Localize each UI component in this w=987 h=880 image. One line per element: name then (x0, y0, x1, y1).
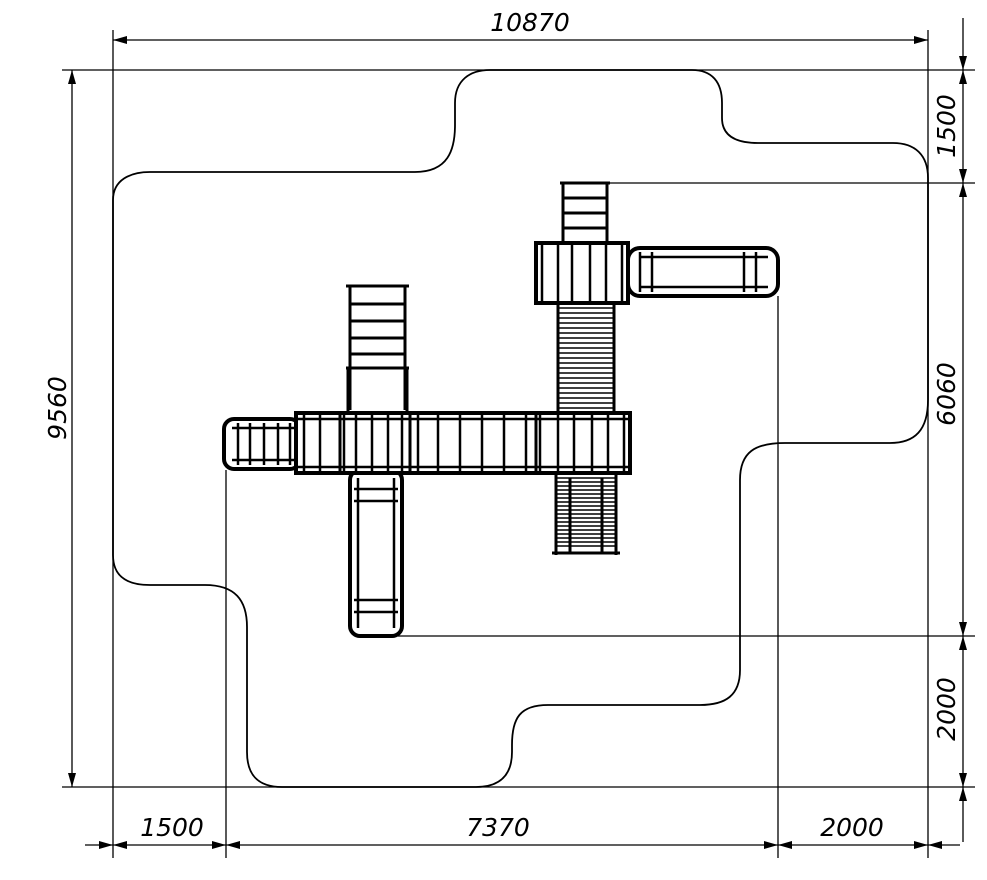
main-bridge (294, 411, 632, 475)
safety-zone-outline (112, 69, 929, 788)
ramp-right-lower-slats (556, 477, 616, 547)
dim-right-top: 1500 (932, 94, 961, 158)
ramp-right-lower (552, 473, 620, 555)
dim-bottom-middle: 7370 (466, 813, 530, 842)
dim-top-total: 10870 (490, 8, 570, 37)
playground-equipment (222, 181, 780, 638)
dim-left-total: 9560 (43, 376, 72, 440)
ramp-right-slats (558, 307, 614, 409)
dim-bottom-right: 2000 (820, 813, 884, 842)
dim-right-middle: 6060 (932, 362, 961, 426)
slide-right (626, 246, 780, 298)
platform-right-upper (534, 241, 630, 305)
dim-bottom-left: 1500 (140, 813, 204, 842)
slide-left (222, 417, 302, 471)
dimension-bottom: 1500 7370 2000 (85, 813, 960, 849)
dimension-left: 9560 (43, 70, 76, 787)
tower-left-posts (346, 368, 409, 413)
dim-right-bottom: 2000 (932, 677, 961, 741)
dimension-right: 1500 6060 2000 (932, 18, 967, 842)
dimension-top: 10870 (113, 8, 928, 44)
ramp-right (556, 303, 616, 413)
slide-bottom (348, 468, 404, 638)
ladder-left (346, 284, 409, 410)
ladder-right (560, 181, 610, 243)
